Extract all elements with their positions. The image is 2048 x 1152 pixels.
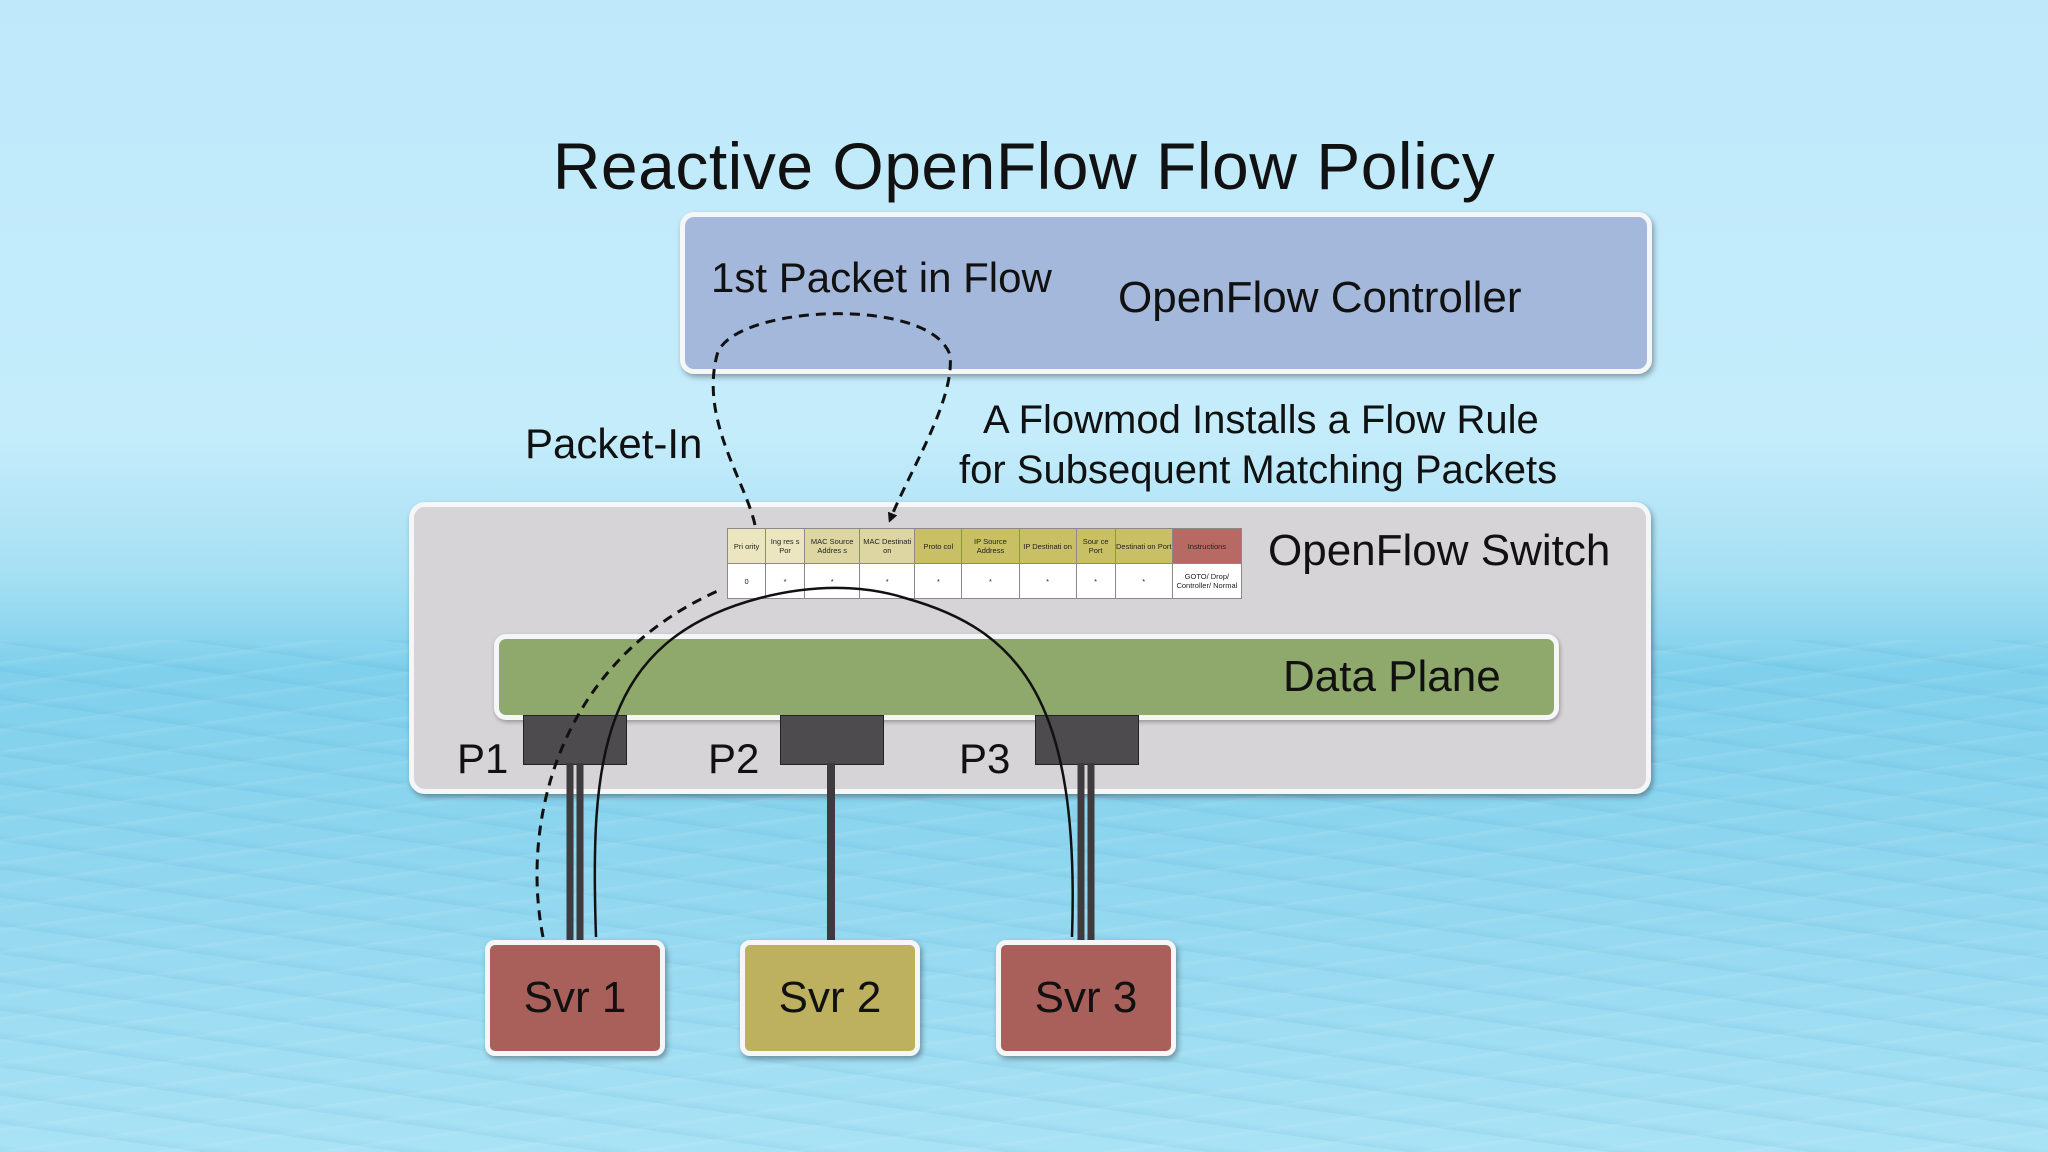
server-2-label: Svr 2 [778,973,882,1022]
flow-table-header-cell: Ing res s Por [765,528,806,564]
packet-in-path [535,312,952,938]
first-packet-label: 1st Packet in Flow [711,254,1052,301]
port-label-p3: P3 [959,735,1011,782]
switch-label: OpenFlow Switch [1268,526,1611,575]
flow-table-header-cell: Destinati on Port [1114,528,1173,564]
flow-table-entry-row: 0********GOTO/ Drop/ Controller/ Normal [726,563,1243,599]
flow-table-header-cell: Sour ce Port [1075,528,1116,564]
openflow-controller-box [680,212,1652,374]
flow-table-entry-cell: GOTO/ Drop/ Controller/ Normal [1171,563,1243,599]
flow-table-entry-cell: * [804,563,861,599]
matched-flow-path [593,586,1074,938]
port-label-p1: P1 [457,735,509,782]
server-1: Svr 1 [485,940,665,1056]
server-1-label: Svr 1 [523,973,627,1022]
flow-table-entry-cell: * [765,563,806,599]
server-3-label: Svr 3 [1034,973,1138,1022]
port-p1 [523,715,627,765]
flow-table-header-cell: IP Destinati on [1018,528,1077,564]
flow-table-header-cell: Instructions [1171,528,1243,564]
server-3: Svr 3 [996,940,1176,1056]
data-plane-label: Data Plane [1283,652,1501,701]
flow-table-entry-cell: * [914,563,963,599]
flowmod-label-line2: for Subsequent Matching Packets [959,448,1558,492]
flow-table-header-cell: MAC Source Addres s [804,528,861,564]
page-title: Reactive OpenFlow Flow Policy [552,129,1496,203]
port-label-p2: P2 [708,735,760,782]
server-2: Svr 2 [740,940,920,1056]
flow-table-entry-cell: 0 [726,563,767,599]
flow-table-entry-cell: * [1114,563,1173,599]
flow-table-entry-cell: * [1018,563,1077,599]
flowmod-label-line1: A Flowmod Installs a Flow Rule [983,398,1539,442]
flow-table-header-cell: Pri ority [726,528,767,564]
flow-table-entry-cell: * [1075,563,1116,599]
flow-table-header-cell: IP Source Address [961,528,1020,564]
flow-table-entry-cell: * [961,563,1020,599]
controller-label: OpenFlow Controller [1118,273,1522,322]
port-p3 [1035,715,1139,765]
packet-in-label: Packet-In [525,420,703,467]
